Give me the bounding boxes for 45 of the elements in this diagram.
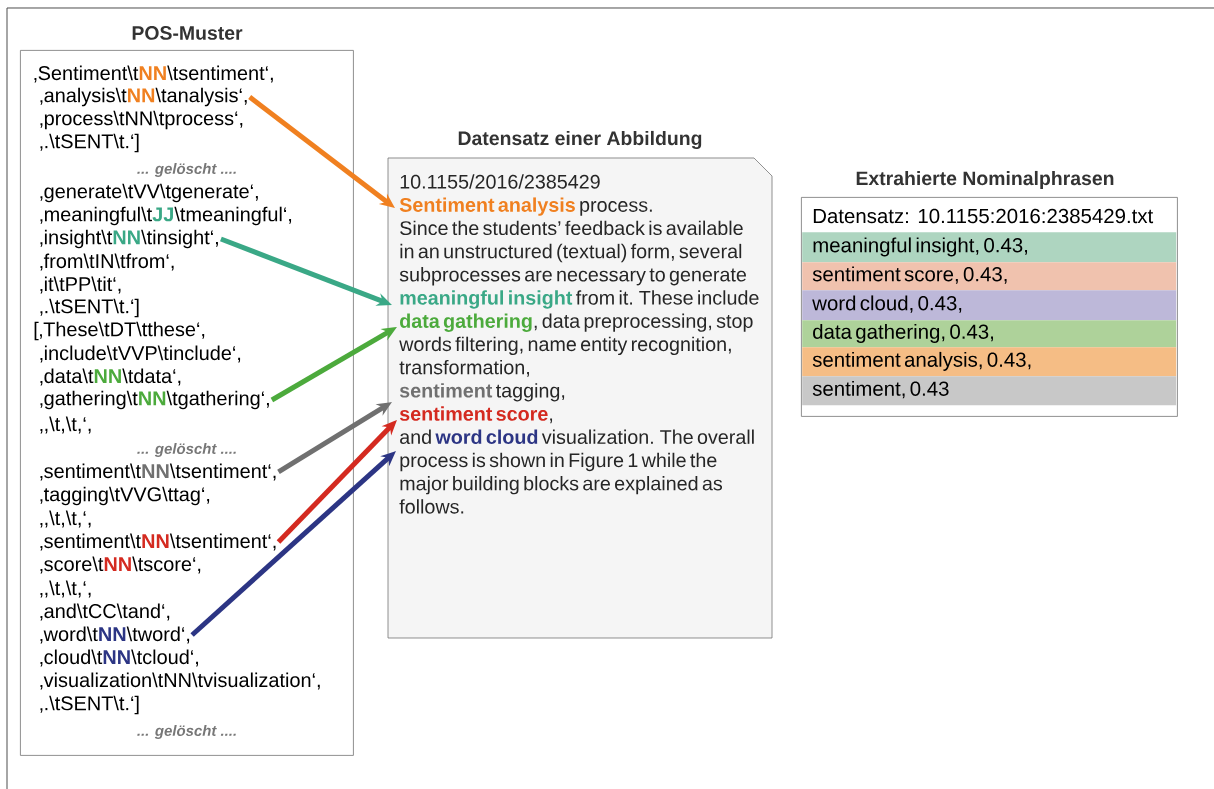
pattern-line: ‚insight\tNN\tinsight‘, bbox=[40, 229, 218, 249]
node-label: and word cloud visualization. The overall process is shown in Figure 1 while the major building blocks are explained as follows. bbox=[399, 429, 754, 514]
pattern-line: ‚sentiment\tNN\tsentiment‘, bbox=[40, 533, 276, 551]
pattern-line: ‚it\tPP\tit‘, bbox=[40, 276, 121, 294]
pattern-line: ‚tagging\tVVG\ttag‘, bbox=[40, 486, 210, 506]
pattern-line: ‚,\t,\t,‘, bbox=[40, 416, 91, 434]
pattern-line: ‚.\tSENT\t.‘] bbox=[40, 695, 139, 715]
pattern-line: ‚word\tNN\tword‘, bbox=[40, 626, 190, 644]
pattern-line: ‚.\tSENT\t.‘] bbox=[40, 298, 139, 318]
pattern-line: ‚data\tNN\tdata‘, bbox=[40, 368, 181, 386]
pattern-line: [‚These\tDT\tthese‘, bbox=[34, 321, 205, 341]
pattern-line: ‚generate\tVV\tgenerate‘, bbox=[40, 183, 258, 203]
pattern-line: ‚.\tSENT\t.‘] bbox=[40, 133, 139, 153]
table-header: Datensatz: 10.1155:2016:2385429.txt bbox=[813, 208, 1154, 224]
omission-note: ... gelöscht .... bbox=[137, 725, 236, 739]
pattern-line: ‚,\t,\t,‘, bbox=[40, 510, 91, 528]
table-row: sentiment score, 0.43, bbox=[802, 262, 1177, 291]
table-row: meaningful insight, 0.43, bbox=[802, 232, 1177, 263]
pattern-line: ‚from\tIN\tfrom‘, bbox=[40, 253, 174, 271]
pattern-line: ‚process\tNN\tprocess‘, bbox=[40, 110, 243, 130]
node-label: Sentiment analysis process. bbox=[399, 197, 652, 216]
panel-title: Extrahierte Nominalphrasen bbox=[856, 170, 1114, 190]
table-row: data gathering, 0.43, bbox=[802, 320, 1177, 348]
pattern-line: ‚include\tVVP\tinclude‘, bbox=[40, 345, 241, 363]
document-card: 10.1155/2016/2385429 Sentiment analysis process. Since the students’ feedback is available in an unstructured (textual) form, several subprocesses are necessary to generate meaningful insight from it. These include data gathering, data preprocessing, stop words filtering, name entity recognition, transformation, sentiment tagging, sentiment score, and word cloud visualization. The overall process is shown in Figure 1 while the major building blocks are explained as follows. bbox=[387, 157, 773, 639]
table-row: sentiment analysis, 0.43, bbox=[802, 347, 1177, 377]
panel-title: Datensatz einer Abbildung bbox=[458, 130, 702, 150]
omission-note: ... gelöscht .... bbox=[137, 163, 236, 177]
table-row: sentiment, 0.43 bbox=[802, 376, 1177, 406]
pattern-line: ‚Sentiment\tNN\tsentiment‘, bbox=[34, 65, 273, 83]
omission-note: ... gelöscht .... bbox=[137, 443, 236, 457]
panel-title: POS-Muster bbox=[132, 26, 243, 40]
node-label: sentiment score, bbox=[399, 406, 553, 424]
pattern-line: ‚meaningful\tJJ\tmeaningful‘, bbox=[40, 206, 292, 226]
pattern-line: ‚and\tCC\tand‘, bbox=[40, 603, 170, 621]
table-row: word cloud, 0.43, bbox=[802, 290, 1177, 321]
pattern-line: ‚score\tNN\tscore‘, bbox=[40, 556, 201, 574]
node-label: 10.1155/2016/2385429 bbox=[400, 174, 600, 189]
pattern-line: ‚sentiment\tNN\tsentiment‘, bbox=[40, 463, 276, 481]
pattern-line: ‚analysis\tNN\tanalysis‘, bbox=[40, 87, 247, 107]
node-label: sentiment tagging, bbox=[399, 383, 565, 402]
pattern-line: ‚cloud\tNN\tcloud‘, bbox=[40, 649, 198, 667]
pattern-line: ‚gathering\tNN\tgathering‘, bbox=[40, 390, 269, 410]
pattern-line: ‚,\t,\t,‘, bbox=[40, 580, 91, 598]
pattern-line: ‚visualization\tNN\tvisualization‘, bbox=[40, 672, 320, 690]
